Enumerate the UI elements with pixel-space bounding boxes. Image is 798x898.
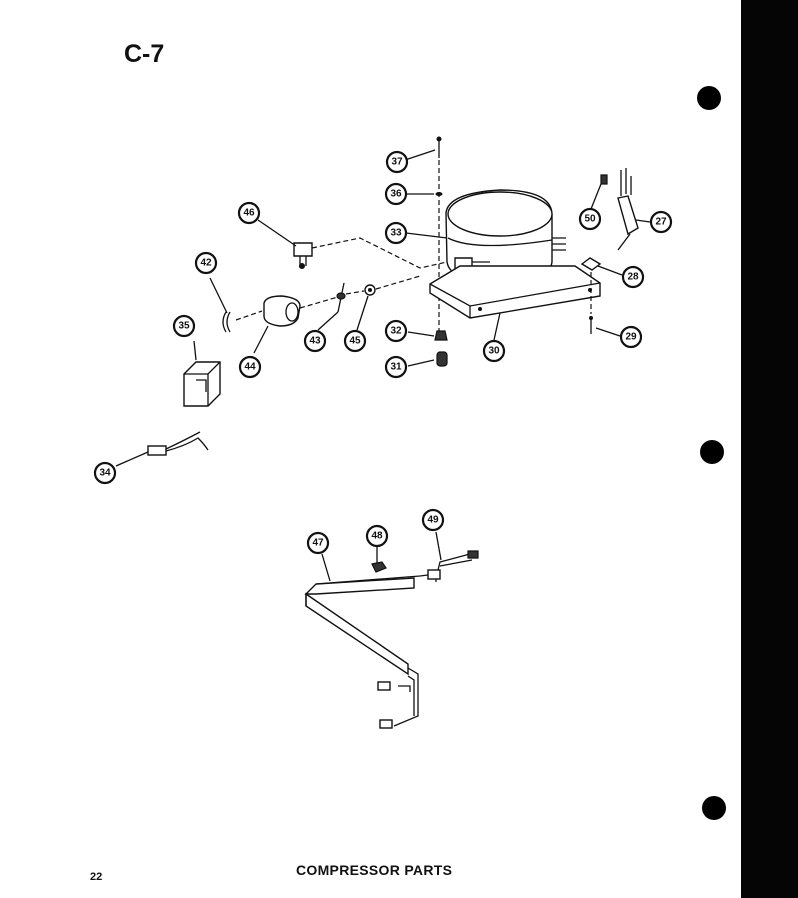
- binder-hole-bottom: [702, 796, 726, 820]
- callout-50: 50: [578, 207, 602, 231]
- svg-text:37: 37: [391, 157, 403, 168]
- page-edge-bar: [741, 0, 798, 898]
- callout-37: 37: [385, 150, 409, 174]
- callout-31: 31: [384, 355, 408, 379]
- callout-33: 33: [384, 221, 408, 245]
- part-capacitor-44: [263, 295, 301, 327]
- callout-49: 49: [421, 508, 445, 532]
- callout-30: 30: [482, 339, 506, 363]
- part-base-plate-30: [429, 265, 601, 319]
- callout-27: 27: [649, 210, 673, 234]
- callout-34: 34: [93, 461, 117, 485]
- svg-text:36: 36: [390, 189, 402, 200]
- svg-text:46: 46: [243, 208, 255, 219]
- callout-44: 44: [238, 355, 262, 379]
- svg-text:43: 43: [309, 336, 321, 347]
- electrical-assembly-line: [235, 275, 421, 321]
- callout-46: 46: [237, 201, 261, 225]
- part-bolt-37: [436, 136, 442, 158]
- page-code: C-7: [124, 40, 165, 68]
- callout-45: 45: [343, 329, 367, 353]
- callout-47: 47: [306, 531, 330, 555]
- part-sleeve-31: [436, 351, 448, 367]
- bracket-connector-line: [311, 237, 448, 269]
- callout-48: 48: [365, 524, 389, 548]
- callout-28: 28: [621, 265, 645, 289]
- part-clip-45: [364, 284, 376, 296]
- part-heater-47: [304, 573, 437, 676]
- part-lead-wires: [377, 667, 419, 729]
- callout-29: 29: [619, 325, 643, 349]
- svg-text:29: 29: [625, 332, 637, 343]
- part-bolt-29: [589, 316, 593, 334]
- part-wire-harness-49: [427, 550, 479, 580]
- part-grommet-32: [434, 330, 448, 341]
- svg-text:28: 28: [627, 272, 639, 283]
- part-clamp-28: [580, 257, 602, 271]
- callout-36: 36: [384, 182, 408, 206]
- part-terminal-cover-35: [183, 361, 221, 407]
- svg-text:32: 32: [390, 326, 402, 337]
- svg-text:34: 34: [99, 468, 111, 479]
- part-bracket-46: [293, 242, 313, 269]
- part-cord-34: [147, 431, 209, 456]
- svg-text:45: 45: [349, 336, 361, 347]
- svg-text:35: 35: [178, 321, 190, 332]
- callout-43: 43: [303, 329, 327, 353]
- callout-42: 42: [194, 251, 218, 275]
- part-clip-48: [371, 561, 387, 573]
- svg-text:42: 42: [200, 258, 212, 269]
- svg-text:48: 48: [371, 531, 383, 542]
- part-clip-42: [222, 311, 231, 333]
- callout-leader-lines: [115, 149, 651, 582]
- part-overload-43: [336, 282, 346, 313]
- callout-32: 32: [384, 319, 408, 343]
- svg-text:49: 49: [427, 515, 439, 526]
- part-thermostat-27: [617, 168, 639, 251]
- svg-text:30: 30: [488, 346, 500, 357]
- page-number: 22: [90, 871, 103, 883]
- binder-hole-middle: [700, 440, 724, 464]
- svg-text:47: 47: [312, 538, 324, 549]
- page-title: COMPRESSOR PARTS: [296, 862, 453, 878]
- svg-text:44: 44: [244, 362, 256, 373]
- svg-text:27: 27: [655, 217, 667, 228]
- exploded-view-diagram: 37 36 33 46 42 35 44 43 45 32 31 30 50 2…: [93, 136, 673, 729]
- callout-35: 35: [172, 314, 196, 338]
- part-screw-50: [600, 174, 608, 185]
- binder-hole-top: [697, 86, 721, 110]
- svg-text:33: 33: [390, 228, 402, 239]
- svg-text:50: 50: [584, 214, 596, 225]
- svg-text:31: 31: [390, 362, 402, 373]
